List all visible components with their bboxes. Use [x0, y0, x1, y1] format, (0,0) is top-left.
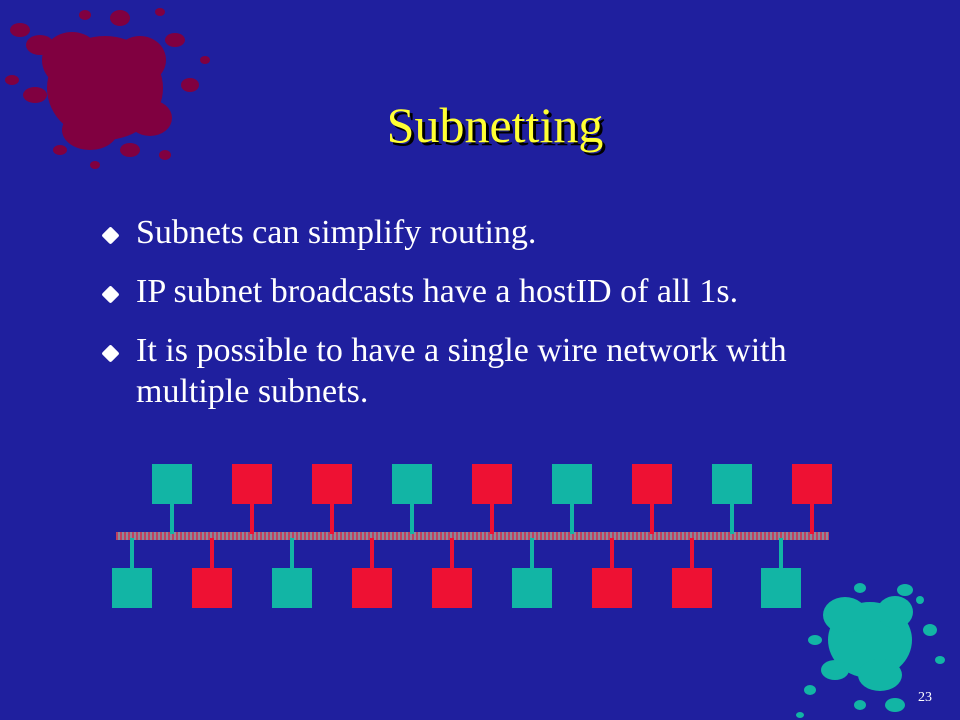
bottom-host-teal-link: [290, 538, 294, 570]
top-host-red-link: [330, 504, 334, 534]
top-host-red: [632, 464, 672, 504]
bottom-host-red-link: [690, 538, 694, 570]
bullet-text: It is possible to have a single wire net…: [136, 332, 787, 410]
bottom-host-teal: [272, 568, 312, 608]
bullet-item: Subnets can simplify routing.: [101, 212, 904, 253]
bottom-host-red-link: [610, 538, 614, 570]
bullet-item: IP subnet broadcasts have a hostID of al…: [101, 271, 904, 312]
top-host-red: [472, 464, 512, 504]
slide-number: 23: [918, 690, 932, 705]
bottom-host-teal: [761, 568, 801, 608]
top-host-red-link: [250, 504, 254, 534]
bottom-host-red-link: [370, 538, 374, 570]
top-host-teal: [392, 464, 432, 504]
bottom-host-teal-link: [779, 538, 783, 570]
top-host-teal-link: [410, 504, 414, 534]
top-host-teal: [712, 464, 752, 504]
shared-wire: [116, 532, 829, 540]
bullet-text: Subnets can simplify routing.: [136, 214, 537, 251]
top-host-red: [312, 464, 352, 504]
bullet-text: IP subnet broadcasts have a hostID of al…: [136, 273, 739, 310]
bottom-host-red: [352, 568, 392, 608]
bottom-host-red-link: [450, 538, 454, 570]
top-host-red-link: [810, 504, 814, 534]
bottom-host-red: [592, 568, 632, 608]
top-host-teal-link: [170, 504, 174, 534]
top-host-red-link: [650, 504, 654, 534]
top-host-red: [232, 464, 272, 504]
top-host-red: [792, 464, 832, 504]
top-host-red-link: [490, 504, 494, 534]
bottom-host-teal-link: [130, 538, 134, 570]
bottom-host-teal-link: [530, 538, 534, 570]
slide-title: Subnetting: [386, 97, 604, 153]
top-host-teal: [152, 464, 192, 504]
bottom-host-red: [672, 568, 712, 608]
bottom-host-red: [432, 568, 472, 608]
bottom-host-red: [192, 568, 232, 608]
bottom-host-teal: [512, 568, 552, 608]
bullet-list: Subnets can simplify routing. IP subnet …: [101, 212, 904, 430]
bullet-item: It is possible to have a single wire net…: [101, 330, 904, 412]
top-host-teal-link: [570, 504, 574, 534]
top-host-teal: [552, 464, 592, 504]
bottom-host-teal: [112, 568, 152, 608]
bottom-host-red-link: [210, 538, 214, 570]
top-host-teal-link: [730, 504, 734, 534]
